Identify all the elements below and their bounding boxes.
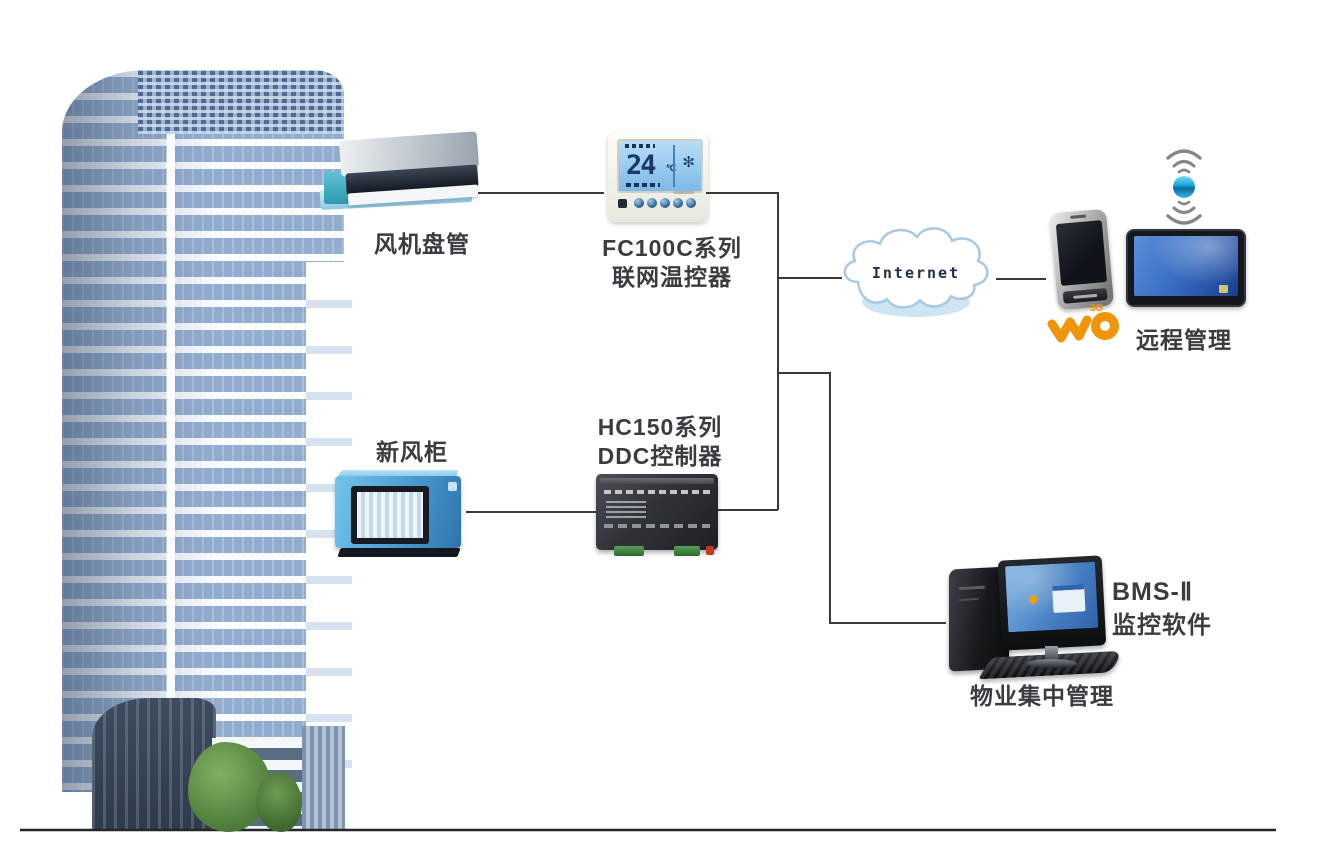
internet-label: Internet [871, 264, 961, 282]
connector-trunk-workstation [778, 372, 946, 624]
thermostat-button-row [618, 198, 700, 210]
thermostat-label-line1: FC100C系列 [602, 235, 742, 261]
remote-management-label: 远程管理 [1136, 327, 1232, 353]
thermostat-brand-mark [674, 191, 694, 194]
thermostat-button [634, 198, 644, 208]
cabinet-logo-mark [448, 482, 457, 491]
fresh-air-cabinet-illustration [333, 468, 469, 564]
ddc-label-line2: DDC控制器 [597, 443, 723, 470]
wireless-signal-icon [1158, 143, 1210, 231]
bms-label-line2: 监控软件 [1112, 611, 1212, 639]
carrier-3g-text: 3G [1090, 303, 1104, 314]
workstation-illustration [945, 555, 1125, 680]
lcd-divider [673, 145, 675, 187]
cabinet-filter-window [351, 486, 429, 544]
thermostat-lcd: 24 ℃ ✻ [617, 139, 703, 193]
thermostat-device: 24 ℃ ✻ [608, 132, 708, 222]
carrier-3g-wo-logo: 3G [1044, 298, 1122, 346]
lcd-temperature-unit: ℃ [666, 163, 677, 173]
ddc-terminal-block [614, 546, 644, 556]
building-roof-grid [138, 70, 344, 134]
thermostat-button [660, 198, 670, 208]
cloud-icon [843, 227, 989, 317]
bms-label-line1: BMS-Ⅱ [1112, 578, 1194, 606]
lowrise-building-right [302, 726, 345, 830]
ddc-top-ridge [600, 478, 714, 484]
thermostat-button [686, 198, 696, 208]
thermostat-button [647, 198, 657, 208]
fan-icon: ✻ [682, 154, 695, 171]
ddc-label-line1: HC150系列 [597, 414, 723, 440]
ddc-red-component [706, 546, 714, 555]
tablet-screen-logo [1219, 285, 1228, 293]
fresh-air-cabinet-label: 新风柜 [376, 439, 448, 465]
wo-logo-svg: 3G [1047, 303, 1119, 343]
tree-icon [188, 742, 270, 832]
fan-coil-unit-illustration [318, 131, 484, 226]
lcd-status-segments [625, 144, 655, 148]
pc-monitor-base [1027, 659, 1077, 668]
internet-cloud: Internet [834, 218, 998, 324]
thermostat-button [673, 198, 683, 208]
tablet-illustration [1126, 229, 1246, 307]
fan-coil-label: 风机盘管 [374, 231, 470, 257]
ddc-label-row [604, 490, 710, 494]
ddc-lower-label-row [604, 524, 710, 528]
ddc-spec-text-block [606, 500, 646, 518]
thermostat-power-button [618, 199, 627, 208]
lcd-bottom-segments [626, 183, 660, 187]
tree-icon [256, 772, 302, 832]
pc-monitor-stand [1045, 646, 1058, 662]
office-building-illustration [62, 70, 344, 792]
lcd-temperature-value: 24 [626, 150, 656, 181]
bms-software-label: BMS-Ⅱ 监控软件 [1112, 576, 1212, 642]
thermostat-label-line2: 联网温控器 [612, 264, 732, 291]
thermostat-label: FC100C系列 联网温控器 [592, 234, 752, 293]
ddc-terminal-block [674, 546, 700, 556]
wireless-signal-svg [1166, 149, 1202, 225]
property-management-label: 物业集中管理 [970, 683, 1114, 709]
ddc-controller-illustration [596, 466, 720, 558]
ddc-controller-label: HC150系列 DDC控制器 [585, 413, 735, 472]
